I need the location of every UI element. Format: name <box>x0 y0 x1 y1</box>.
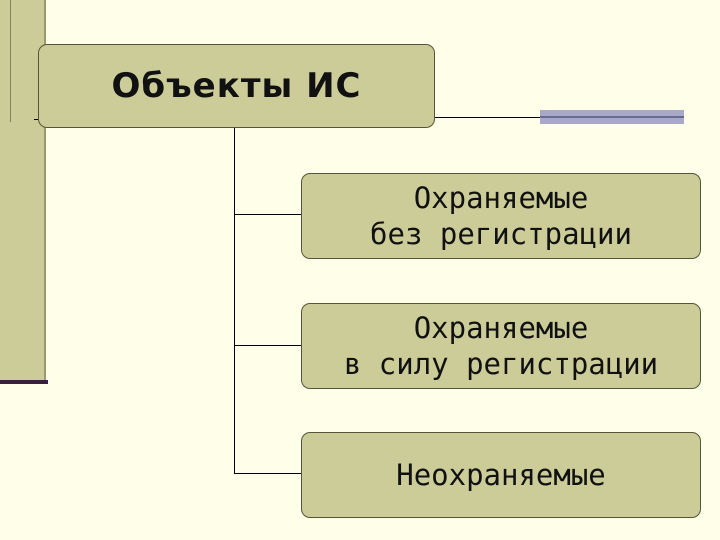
root-node-label: Объекты ИС <box>111 66 362 106</box>
child-node-protected-without-registration: Охраняемые без регистрации <box>301 173 701 259</box>
accent-bar-line <box>540 116 684 118</box>
child-node-label: Неохраняемые <box>396 458 606 492</box>
left-band-bottom-stripe <box>0 380 48 384</box>
root-node: Объекты ИС <box>38 44 435 128</box>
connector-branch-2 <box>234 345 301 346</box>
connector-branch-1 <box>234 214 301 215</box>
title-rule <box>435 117 540 118</box>
child-node-label: Охраняемые без регистрации <box>370 181 632 251</box>
child-node-unprotected: Неохраняемые <box>301 432 701 518</box>
connector-branch-3 <box>234 473 301 474</box>
connector-trunk <box>234 128 235 473</box>
child-node-label: Охраняемые в силу регистрации <box>343 311 659 381</box>
child-node-protected-by-registration: Охраняемые в силу регистрации <box>301 303 701 389</box>
left-edge-line <box>10 0 11 122</box>
